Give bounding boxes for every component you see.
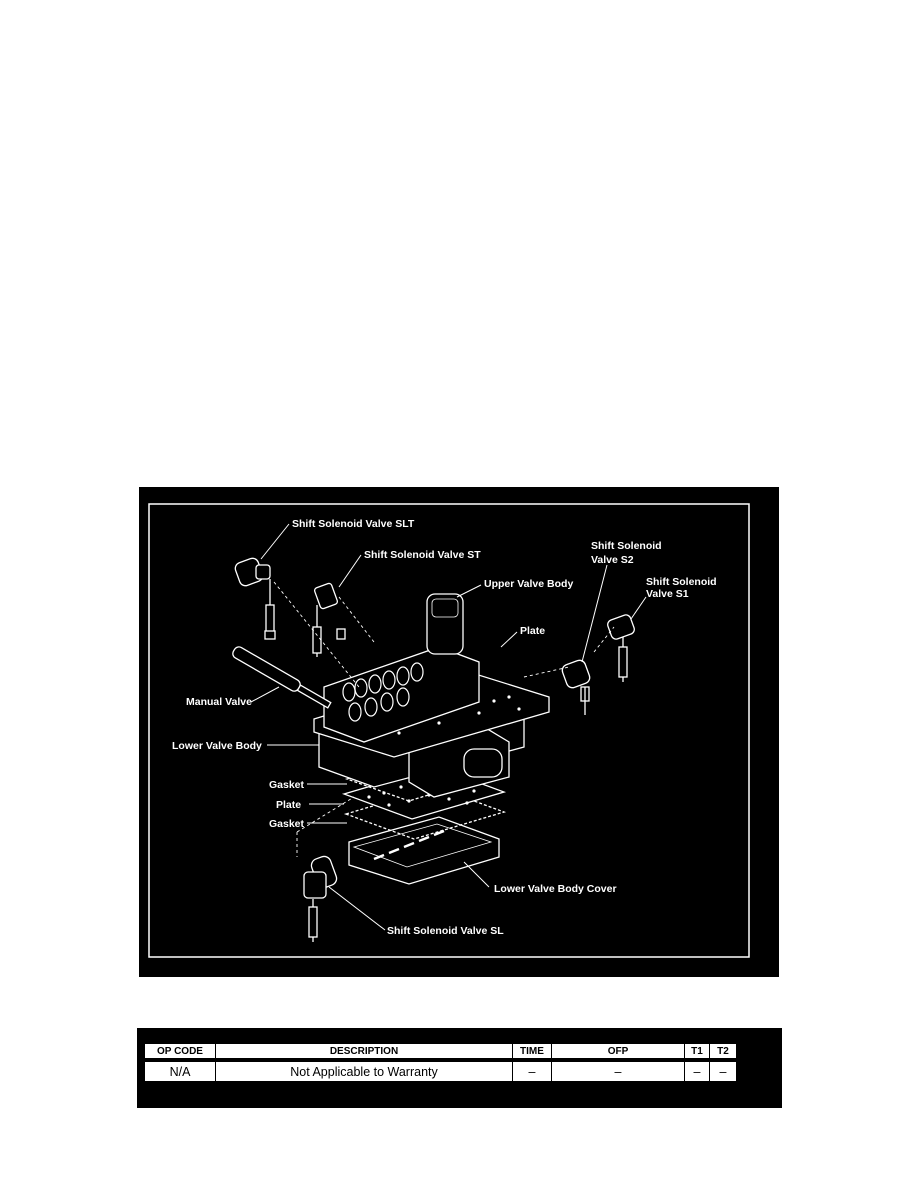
leader-lines [250, 523, 647, 931]
table-header-row: OP CODE DESCRIPTION TIME OFP T1 T2 [144, 1043, 737, 1059]
table-row: N/A Not Applicable to Warranty – – – – [144, 1061, 737, 1082]
header-t1: T1 [684, 1043, 710, 1059]
cell-ofp: – [551, 1061, 685, 1082]
header-op-code: OP CODE [144, 1043, 216, 1059]
valve-body-diagram: Shift Solenoid Valve SLT Shift Solenoid … [139, 487, 779, 977]
label-lower-valve-body: Lower Valve Body [172, 740, 262, 752]
label-sl: Shift Solenoid Valve SL [387, 925, 504, 937]
label-s2-line2: Valve S2 [591, 554, 634, 566]
header-time: TIME [512, 1043, 552, 1059]
label-slt: Shift Solenoid Valve SLT [292, 518, 415, 530]
valve-body-illustration [232, 557, 635, 942]
label-lower-valve-body-cover: Lower Valve Body Cover [494, 883, 617, 895]
label-s1-line2: Valve S1 [646, 588, 689, 600]
label-s1-line1: Shift Solenoid [646, 576, 717, 588]
label-s2-line1: Shift Solenoid [591, 540, 662, 552]
op-code-table-panel: OP CODE DESCRIPTION TIME OFP T1 T2 N/A N… [137, 1028, 782, 1108]
label-upper-valve-body: Upper Valve Body [484, 578, 573, 590]
label-plate-upper: Plate [520, 625, 545, 637]
diagram-frame [148, 503, 750, 958]
op-code-table: OP CODE DESCRIPTION TIME OFP T1 T2 N/A N… [144, 1043, 737, 1082]
label-manual-valve: Manual Valve [186, 696, 252, 708]
header-t2: T2 [709, 1043, 737, 1059]
cell-t1: – [684, 1061, 710, 1082]
label-st: Shift Solenoid Valve ST [364, 549, 481, 561]
label-gasket-2: Gasket [269, 818, 305, 830]
header-ofp: OFP [551, 1043, 685, 1059]
label-gasket-1: Gasket [269, 779, 305, 791]
cell-op-code: N/A [144, 1061, 216, 1082]
label-plate-lower: Plate [276, 799, 301, 811]
header-description: DESCRIPTION [215, 1043, 513, 1059]
cell-time: – [512, 1061, 552, 1082]
cell-t2: – [709, 1061, 737, 1082]
cell-description: Not Applicable to Warranty [215, 1061, 513, 1082]
